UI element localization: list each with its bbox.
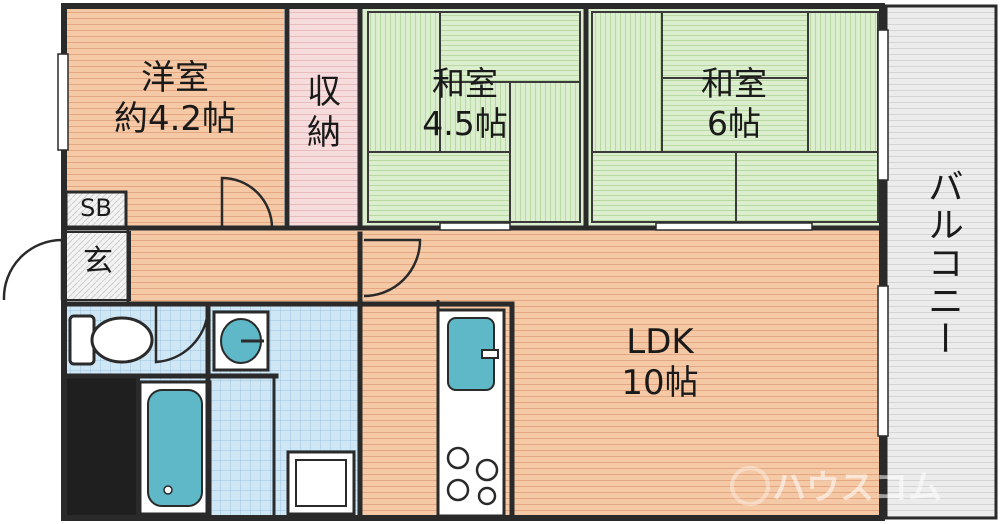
windows — [57, 29, 889, 437]
western-room-label: 洋室 約4.2帖 — [90, 58, 260, 141]
western-room-name: 洋室 — [141, 58, 209, 98]
storage-name: 収納 — [307, 72, 341, 154]
bathtub — [138, 380, 212, 516]
watermark-text: ハウスコム — [772, 468, 942, 508]
balcony-label: バルコニー — [920, 168, 964, 358]
tatami-room-large — [588, 8, 880, 226]
shoebox-label: SB — [66, 194, 126, 223]
balcony-area — [884, 4, 998, 520]
tatami-small-name: 和室 — [432, 64, 498, 103]
tatami-large-name: 和室 — [701, 64, 767, 103]
western-room-size: 約4.2帖 — [113, 99, 237, 140]
dark-storage — [66, 378, 138, 518]
watermark-logo — [730, 466, 770, 506]
wash-basin — [212, 310, 270, 372]
shoebox-name: SB — [80, 194, 112, 222]
entrance-label: 玄 — [66, 244, 130, 281]
storage-floor — [290, 8, 358, 226]
stove-burners — [446, 446, 499, 506]
tatami-large-size: 6帖 — [707, 104, 761, 144]
tatami-large-label: 和室 6帖 — [664, 64, 804, 145]
ldk-label: LDK 10帖 — [560, 322, 760, 405]
toilet-fixture — [68, 314, 154, 366]
balcony-name: バルコニー — [921, 168, 963, 358]
kitchen-counter — [436, 300, 506, 518]
washing-machine — [286, 450, 356, 516]
tatami-small-label: 和室 4.5帖 — [395, 64, 535, 145]
ldk-size: 10帖 — [621, 363, 699, 404]
tatami-room-small — [362, 8, 584, 226]
ldk-name: LDK — [626, 322, 694, 362]
storage-label: 収納 — [296, 72, 352, 155]
entrance-name: 玄 — [83, 244, 113, 279]
hallway-floor — [130, 230, 360, 302]
western-room-floor — [66, 8, 284, 226]
entrance-floor — [65, 231, 131, 301]
door-swings — [2, 176, 422, 364]
tatami-small-size: 4.5帖 — [422, 104, 508, 144]
